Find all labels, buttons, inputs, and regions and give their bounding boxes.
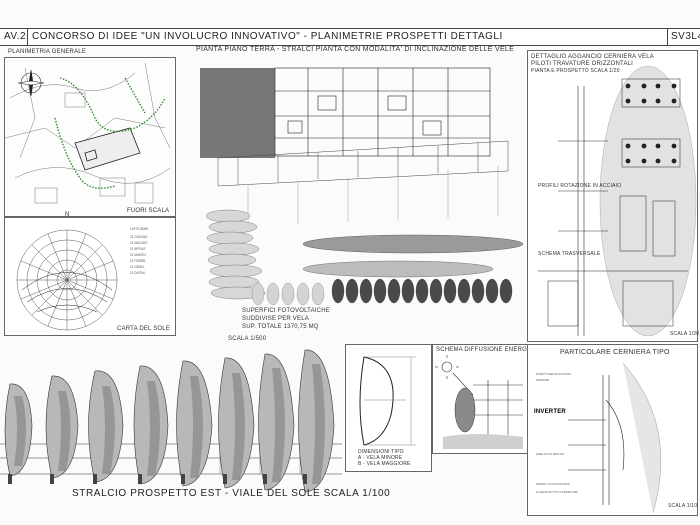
energy-scheme-panel: SCHEMA DIFFUSIONE ENERGETICA <box>432 344 545 454</box>
detail-right-drawing <box>538 65 697 337</box>
detail-right-panel: DETTAGLIO AGGANCIO CERNIERA VELA PILOTI … <box>527 50 700 342</box>
svg-text:21 GENN.: 21 GENN. <box>130 265 145 269</box>
svg-text:STRUTTURA IN ACCIAIO: STRUTTURA IN ACCIAIO <box>536 372 572 376</box>
svg-text:21 APRILE: 21 APRILE <box>130 247 146 251</box>
detail-title-1: DETTAGLIO AGGANCIO CERNIERA VELA <box>531 54 654 60</box>
east-elevation-panel: STRALCIO PROSPETTO EST - VIALE DEL SOLE … <box>0 346 390 516</box>
svg-text:21 FEBBR.: 21 FEBBR. <box>130 259 146 263</box>
svg-text:21 GIUGNO: 21 GIUGNO <box>130 235 148 239</box>
energy-scheme-drawing <box>435 355 523 449</box>
sheet-code-right: SV3L4 <box>671 31 700 42</box>
ground-floor-panel: PIANTA PIANO TERRA - STRALCI PIANTA CON … <box>178 46 523 346</box>
sheet-code-left: AV.2 <box>4 31 27 42</box>
hinge-detail-scale: SCALA 1/10 <box>668 503 698 509</box>
svg-text:ANELLO DI TENUTA: ANELLO DI TENUTA <box>536 452 564 456</box>
ground-floor-title: PIANTA PIANO TERRA - STRALCI PIANTA CON … <box>196 46 515 53</box>
sheet-title: CONCORSO DI IDEE "UN INVOLUCRO INNOVATIV… <box>32 31 503 42</box>
sail-profile-line-3: B - VELA MAGGIORE <box>358 461 411 467</box>
site-plan-panel: PLANIMETRIA GENERALE FUORI SCALA <box>4 49 176 217</box>
east-elevation-drawing <box>0 349 342 493</box>
title-bar: AV.2 CONCORSO DI IDEE "UN INVOLUCRO INNO… <box>0 28 700 46</box>
detail-title-2: PILOTI TRAVATURE ORIZZONTALI <box>531 61 634 67</box>
ground-floor-scale: SCALA 1/500 <box>228 336 267 342</box>
sail-profile-line-2: A - VELA MINORE <box>358 455 403 461</box>
sun-chart-panel: LATITUDINE 21 GIUGNO 21 MAGGIO 21 APRILE… <box>4 212 176 336</box>
sun-chart-north: N <box>65 212 70 218</box>
sun-chart-drawing: LATITUDINE 21 GIUGNO 21 MAGGIO 21 APRILE… <box>16 227 148 331</box>
detail-note-2: SCHEMA TRASVERSALE <box>538 251 601 257</box>
sail-profile-panel: DIMENSIONI TIPO A - VELA MINORE B - VELA… <box>345 344 432 472</box>
svg-text:21 DICEM.: 21 DICEM. <box>130 271 146 275</box>
hinge-detail-panel: PARTICOLARE CERNIERA TIPO STRUTTURA IN A… <box>527 344 698 516</box>
detail-sub-label: PIANTA E PROSPETTO SCALA 1/20 <box>531 68 620 74</box>
site-plan-title: PLANIMETRIA GENERALE <box>8 49 87 55</box>
hinge-detail-drawing: STRUTTURA IN ACCIAIO SEZIONE ANELLO DI T… <box>536 362 662 514</box>
svg-text:21 MARZO: 21 MARZO <box>130 253 146 257</box>
sail-profile-drawing <box>359 356 416 446</box>
svg-text:GUAINA SOTTO COPERTURA: GUAINA SOTTO COPERTURA <box>536 490 578 494</box>
detail-note-1: PROFILI ROTAZIONE IN ACCIAIO <box>538 183 622 189</box>
pv-text-2: SUDDIVISE PER VELA <box>242 316 309 322</box>
pv-text-3: SUP. TOTALE 1370,75 MQ <box>242 324 319 330</box>
site-plan-drawing <box>5 58 175 216</box>
inverter-label: INVERTER <box>534 409 566 415</box>
east-elevation-caption: STRALCIO PROSPETTO EST - VIALE DEL SOLE … <box>72 488 391 499</box>
svg-text:21 MAGGIO: 21 MAGGIO <box>130 241 148 245</box>
svg-text:LATITUDINE: LATITUDINE <box>130 227 148 231</box>
ground-floor-drawing <box>200 67 523 306</box>
sail-profile-line-1: DIMENSIONI TIPO <box>358 449 404 455</box>
pv-text-1: SUPERFICI FOTOVOLTAICHE <box>242 308 330 314</box>
hinge-detail-title: PARTICOLARE CERNIERA TIPO <box>560 349 670 356</box>
sun-chart-title: CARTA DEL SOLE <box>117 326 171 332</box>
energy-scheme-title: SCHEMA DIFFUSIONE ENERGETICA <box>436 347 546 353</box>
svg-text:SEZIONE: SEZIONE <box>536 378 549 382</box>
site-plan-scale: FUORI SCALA <box>127 208 170 214</box>
detail-scale: SCALA 1/20 <box>670 331 700 337</box>
svg-text:MODULI FOTOVOLTAICI: MODULI FOTOVOLTAICI <box>536 482 570 486</box>
